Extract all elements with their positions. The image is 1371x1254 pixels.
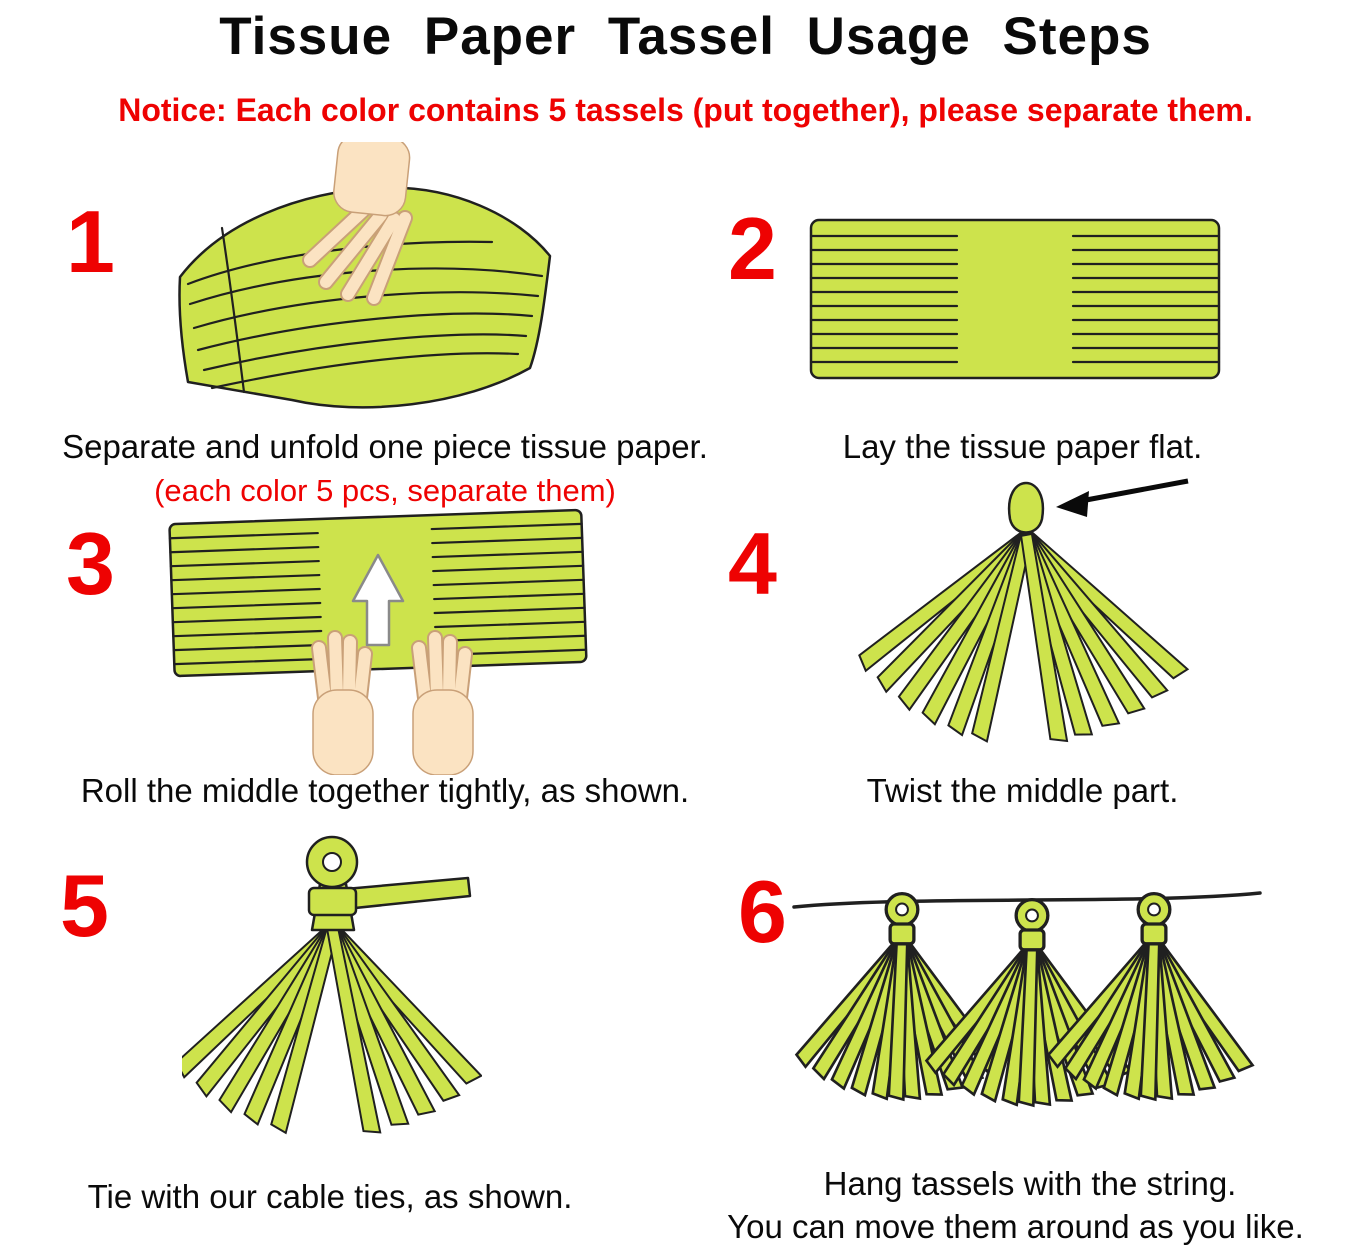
- up-arrow-icon: [351, 553, 405, 647]
- step-1-caption: Separate and unfold one piece tissue pap…: [62, 428, 708, 465]
- step-5-number: 5: [60, 856, 109, 955]
- step-2-number: 2: [728, 199, 777, 298]
- step-3-illustration: [168, 508, 588, 775]
- step-4-illustration: [858, 478, 1192, 746]
- step-6-number: 6: [738, 862, 787, 961]
- twisted-tassel: [858, 481, 1192, 746]
- step-3-number: 3: [66, 514, 115, 613]
- hanging-tassel-3: [1046, 894, 1256, 1100]
- step-3-caption: Roll the middle together tightly, as sho…: [80, 772, 690, 809]
- page-title: Tissue Paper Tassel Usage Steps: [219, 7, 1152, 66]
- pointer-arrow-icon: [1056, 478, 1189, 517]
- right-hand-icon: [413, 638, 473, 775]
- step-2-illustration: [809, 218, 1221, 380]
- step-6-caption-line2: You can move them around as you like.: [727, 1208, 1304, 1245]
- step-4-number: 4: [728, 514, 777, 613]
- step-1-number: 1: [66, 192, 115, 291]
- step-5-caption: Tie with our cable ties, as shown.: [87, 1178, 573, 1215]
- step-1-subcaption: (each color 5 pcs, separate them): [154, 473, 616, 508]
- step-2-caption: Lay the tissue paper flat.: [842, 428, 1203, 465]
- left-hand-icon: [313, 638, 373, 775]
- step-6-caption: Hang tassels with the string.: [823, 1165, 1237, 1202]
- tied-tassel: [182, 835, 482, 1137]
- step-1-illustration: [178, 142, 552, 409]
- cable-tie-icon: [307, 876, 472, 917]
- flat-tissue-paper: [809, 218, 1221, 380]
- notice-text: Notice: Each color contains 5 tassels (p…: [118, 92, 1253, 128]
- step-6-illustration: [792, 891, 1262, 1130]
- folded-tissue-paper: [178, 186, 552, 409]
- step-5-illustration: [182, 835, 482, 1137]
- step-4-caption: Twist the middle part.: [866, 772, 1179, 809]
- hand-icon: [302, 142, 413, 306]
